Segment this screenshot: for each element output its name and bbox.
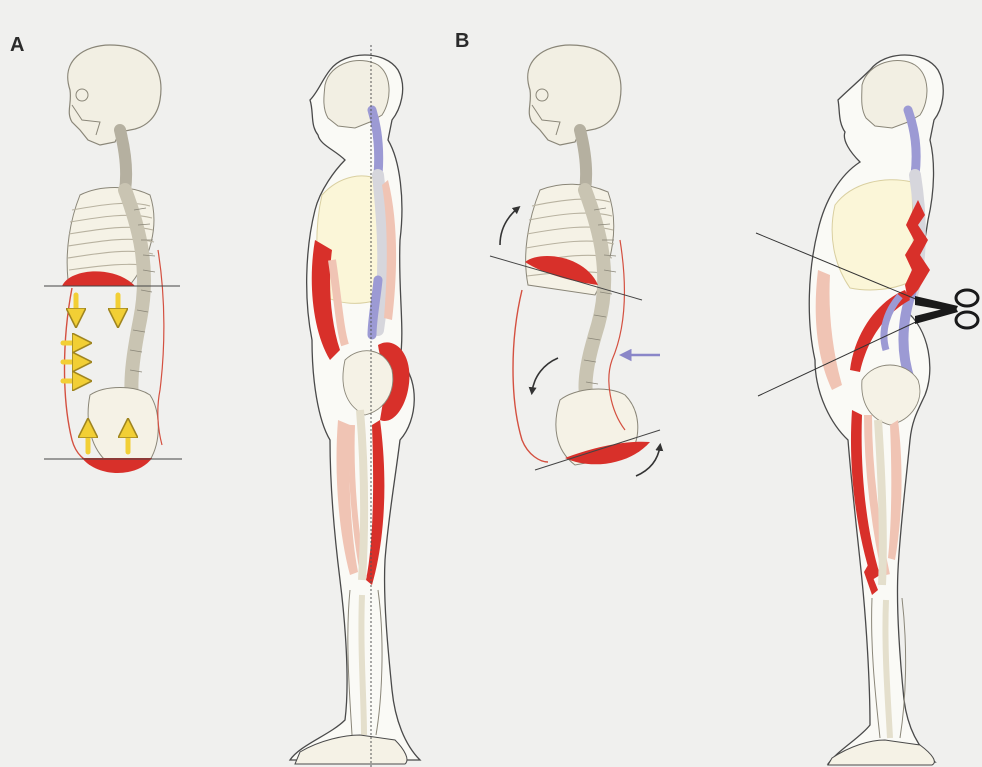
standing-figure-b <box>756 55 978 765</box>
rotate-arrow-mid <box>532 358 558 392</box>
standing-figure-a <box>290 45 420 767</box>
foot-a <box>295 735 407 764</box>
pelvic-floor-a <box>82 458 152 473</box>
rotate-arrow-top <box>500 208 518 245</box>
lung-b <box>832 180 914 290</box>
pelvis-a <box>88 388 158 461</box>
back-outline-a <box>158 250 164 445</box>
skeleton-a <box>44 45 182 473</box>
cervical-spine-a <box>120 130 126 190</box>
skeleton-b <box>490 45 660 476</box>
scissors-icon <box>915 290 978 328</box>
abdominal-wall-b <box>513 290 548 462</box>
